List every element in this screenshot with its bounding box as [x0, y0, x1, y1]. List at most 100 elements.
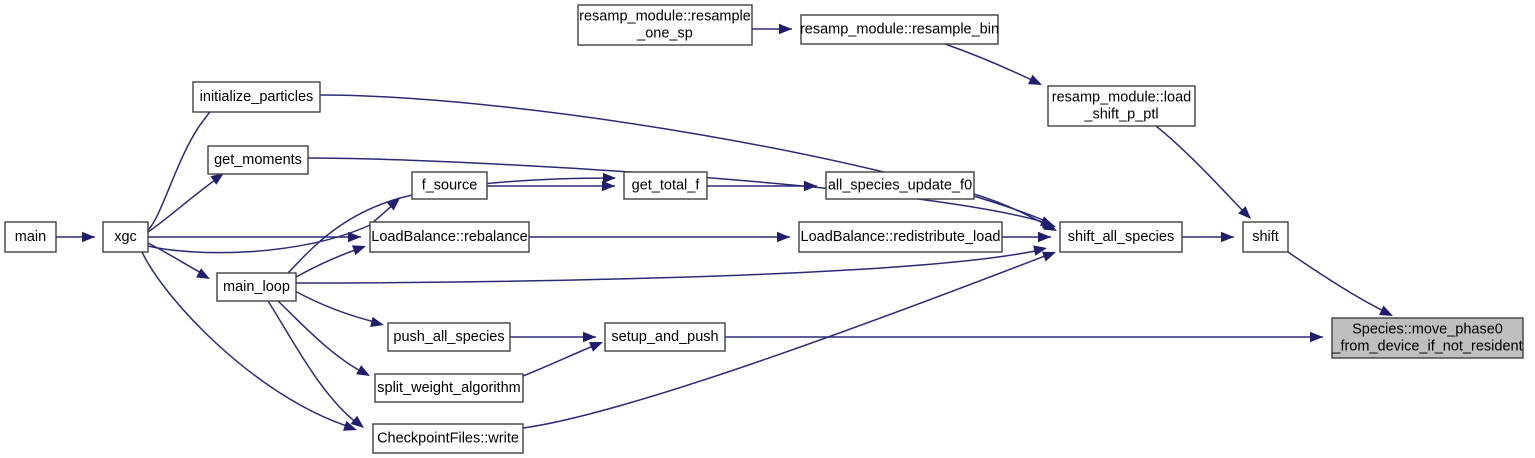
node-label-Species_move_phase0: _from_device_if_not_resident — [1331, 338, 1522, 354]
node-label-get_total_f: get_total_f — [632, 177, 701, 193]
node-setup_and_push[interactable]: setup_and_push — [604, 322, 726, 352]
node-box-push_all_species[interactable] — [387, 322, 511, 352]
node-main_loop[interactable]: main_loop — [216, 272, 297, 302]
edge-main_loop-to-LoadBalance_rebalance — [295, 247, 362, 278]
node-box-main[interactable] — [4, 221, 57, 253]
edge-xgc-to-initialize_particles — [147, 104, 216, 231]
node-label-push_all_species: push_all_species — [393, 329, 504, 345]
arrow-head-setup_and_push-to-Species_move_phase0 — [1310, 331, 1323, 343]
arrow-head-LoadBalance_rebalance-to-LoadBalance_redistribute_load — [777, 231, 790, 243]
node-resamp_resample_bin[interactable]: resamp_module::resample_bin — [800, 14, 999, 45]
node-split_weight_algorithm[interactable]: split_weight_algorithm — [374, 373, 524, 403]
node-label-xgc: xgc — [114, 229, 137, 245]
arrow-head-main_loop-to-split_weight_algorithm — [356, 365, 370, 376]
node-box-LoadBalance_redistribute_load[interactable] — [798, 221, 1003, 253]
node-label-resamp_resample_one_sp: _one_sp — [636, 25, 693, 41]
node-f_source[interactable]: f_source — [411, 171, 488, 200]
edge-resamp_load_shift_p_ptl-to-shift — [1155, 125, 1248, 216]
node-box-setup_and_push[interactable] — [604, 322, 726, 352]
node-push_all_species[interactable]: push_all_species — [387, 322, 511, 352]
node-box-Species_move_phase0[interactable] — [1331, 317, 1524, 359]
arrow-head-resamp_load_shift_p_ptl-to-shift — [1238, 206, 1251, 219]
edge-shift-to-Species_move_phase0 — [1287, 251, 1389, 314]
node-shift_all_species[interactable]: shift_all_species — [1059, 221, 1183, 253]
node-box-shift_all_species[interactable] — [1059, 221, 1183, 253]
arrow-head-LoadBalance_redistribute_load-to-shift_all_species — [1038, 231, 1051, 243]
node-box-f_source[interactable] — [411, 171, 488, 200]
arrow-head-xgc-to-get_moments — [210, 173, 224, 185]
node-label-main: main — [15, 229, 46, 245]
node-box-LoadBalance_rebalance[interactable] — [369, 221, 530, 253]
node-main[interactable]: main — [4, 221, 57, 253]
edge-main_loop-to-get_total_f — [287, 177, 616, 274]
arrow-head-f_source-to-get_total_f — [602, 180, 615, 192]
arrow-head-split_weight_algorithm-to-setup_and_push — [588, 342, 603, 352]
node-box-resamp_resample_bin[interactable] — [800, 14, 999, 45]
node-box-xgc[interactable] — [102, 221, 149, 253]
node-label-all_species_update_f0: all_species_update_f0 — [828, 177, 972, 193]
node-all_species_update_f0[interactable]: all_species_update_f0 — [825, 171, 975, 200]
node-initialize_particles[interactable]: initialize_particles — [192, 81, 321, 113]
node-label-main_loop: main_loop — [223, 279, 290, 295]
node-box-CheckpointFiles_write[interactable] — [372, 423, 524, 454]
nodes-layer: main xgc initialize_particles get_momentsma… — [4, 4, 1524, 454]
node-box-initialize_particles[interactable] — [192, 81, 321, 113]
node-xgc[interactable]: xgc — [102, 221, 149, 253]
arrow-head-main_loop-to-shift_all_species — [1033, 245, 1047, 256]
arrow-head-main-to-xgc — [82, 231, 95, 243]
edge-resamp_resample_bin-to-resamp_load_shift_p_ptl — [944, 43, 1037, 83]
arrow-head-main_loop-to-LoadBalance_rebalance — [352, 245, 366, 256]
edge-main_loop-to-shift_all_species — [295, 249, 1041, 284]
node-label-resamp_resample_bin: resamp_module::resample_bin — [800, 21, 999, 37]
node-label-f_source: f_source — [422, 177, 478, 193]
arrow-head-xgc-to-CheckpointFiles_write — [343, 420, 357, 431]
node-LoadBalance_rebalance[interactable]: LoadBalance::rebalance — [369, 221, 530, 253]
arrow-head-main_loop-to-CheckpointFiles_write — [350, 415, 364, 428]
node-label-get_moments: get_moments — [214, 152, 302, 168]
arrow-head-xgc-to-f_source — [386, 198, 400, 211]
node-label-shift: shift — [1252, 229, 1279, 245]
edge-xgc-to-CheckpointFiles_write — [141, 251, 351, 428]
node-label-resamp_load_shift_p_ptl: resamp_module::load — [1052, 89, 1191, 105]
node-label-initialize_particles: initialize_particles — [200, 89, 314, 105]
arrow-head-get_moments-to-shift_all_species — [1042, 218, 1056, 229]
node-box-split_weight_algorithm[interactable] — [374, 373, 524, 403]
node-shift[interactable]: shift — [1242, 221, 1289, 253]
node-box-get_moments[interactable] — [207, 145, 309, 175]
node-box-all_species_update_f0[interactable] — [825, 171, 975, 200]
node-Species_move_phase0[interactable]: Species::move_phase0_from_device_if_not_… — [1331, 317, 1524, 359]
arrow-head-main_loop-to-push_all_species — [370, 316, 384, 327]
node-LoadBalance_redistribute_load[interactable]: LoadBalance::redistribute_load — [798, 221, 1003, 253]
arrow-head-CheckpointFiles_write-to-shift_all_species — [1042, 251, 1056, 262]
node-label-resamp_load_shift_p_ptl: _shift_p_ptl — [1083, 106, 1158, 122]
arrow-head-push_all_species-to-setup_and_push — [583, 331, 596, 343]
edge-split_weight_algorithm-to-setup_and_push — [522, 343, 599, 377]
node-resamp_load_shift_p_ptl[interactable]: resamp_module::load_shift_p_ptl — [1047, 85, 1196, 127]
node-label-LoadBalance_redistribute_load: LoadBalance::redistribute_load — [801, 229, 1001, 245]
arrow-head-resamp_resample_bin-to-resamp_load_shift_p_ptl — [1028, 74, 1042, 85]
edge-main_loop-to-CheckpointFiles_write — [267, 300, 359, 425]
node-label-LoadBalance_rebalance: LoadBalance::rebalance — [371, 229, 527, 245]
node-box-main_loop[interactable] — [216, 272, 297, 302]
node-resamp_resample_one_sp[interactable]: resamp_module::resample_one_sp — [577, 4, 753, 46]
node-CheckpointFiles_write[interactable]: CheckpointFiles::write — [372, 423, 524, 454]
edge-xgc-to-get_moments — [147, 177, 219, 233]
node-label-split_weight_algorithm: split_weight_algorithm — [377, 380, 520, 396]
node-box-get_total_f[interactable] — [623, 171, 708, 200]
edge-xgc-to-f_source — [147, 202, 396, 254]
node-box-resamp_load_shift_p_ptl[interactable] — [1047, 85, 1196, 127]
arrow-head-xgc-to-LoadBalance_rebalance — [348, 231, 361, 243]
arrow-head-shift-to-Species_move_phase0 — [1379, 305, 1393, 316]
node-label-Species_move_phase0: Species::move_phase0 — [1352, 321, 1503, 337]
arrow-head-xgc-to-main_loop — [196, 268, 210, 279]
arrow-head-shift_all_species-to-shift — [1221, 231, 1234, 243]
node-box-resamp_resample_one_sp[interactable] — [577, 4, 753, 46]
node-get_total_f[interactable]: get_total_f — [623, 171, 708, 200]
node-box-shift[interactable] — [1242, 221, 1289, 253]
edges-layer — [56, 23, 1393, 431]
node-label-resamp_resample_one_sp: resamp_module::resample — [579, 8, 751, 24]
arrow-head-main_loop-to-get_total_f — [602, 172, 616, 184]
node-get_moments[interactable]: get_moments — [207, 145, 309, 175]
